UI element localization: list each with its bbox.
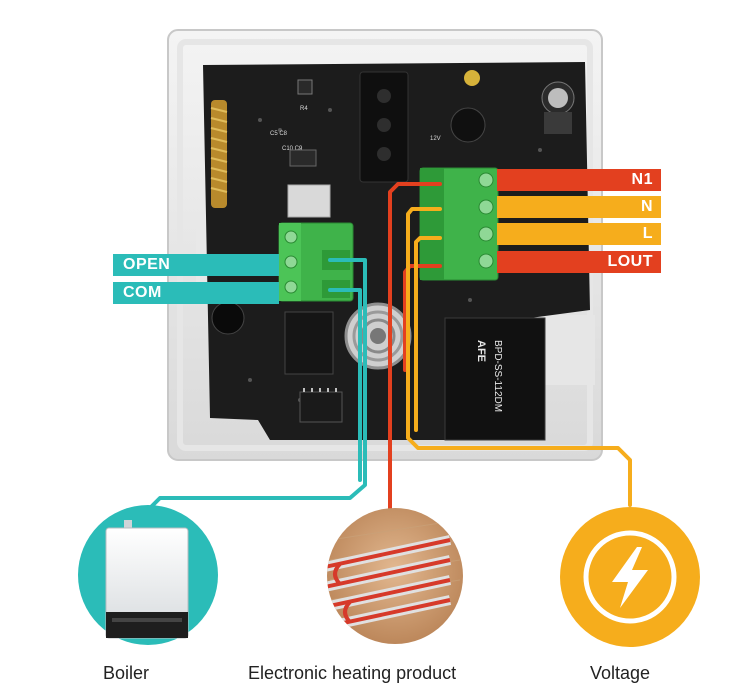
capacitor xyxy=(541,81,575,134)
inductor xyxy=(450,107,486,143)
caption-heating: Electronic heating product xyxy=(248,663,457,683)
relay-brand: AFE xyxy=(475,340,487,362)
main-relay: AFE BPD-SS-112DM xyxy=(444,317,546,441)
small-relay xyxy=(284,311,334,375)
svg-text:C10 C9: C10 C9 xyxy=(282,146,303,152)
chip xyxy=(297,79,313,95)
label-l: L xyxy=(497,223,661,245)
label-lout: LOUT xyxy=(497,251,661,273)
antenna-coil xyxy=(210,100,228,208)
svg-text:R4: R4 xyxy=(300,106,308,112)
voltage-icon xyxy=(560,507,700,647)
label-com: COM xyxy=(113,282,279,304)
socket-block xyxy=(359,71,409,183)
boiler-icon xyxy=(78,505,218,645)
label-n1: N1 xyxy=(497,169,661,191)
svg-text:12V: 12V xyxy=(430,136,441,142)
floor-heating-icon xyxy=(327,508,463,644)
ic-chip xyxy=(299,388,343,423)
center-spring xyxy=(344,302,412,370)
chip xyxy=(289,149,317,167)
capacitor xyxy=(464,70,480,86)
caption-voltage: Voltage xyxy=(590,663,651,683)
metal-shield xyxy=(287,184,331,218)
caption-boiler: Boiler xyxy=(103,663,150,683)
svg-text:C5 C8: C5 C8 xyxy=(270,131,288,137)
label-n: N xyxy=(497,196,661,218)
wire-voltage xyxy=(406,207,632,507)
label-open: OPEN xyxy=(113,254,279,276)
relay-model: BPD-SS-112DM xyxy=(492,340,503,412)
lightning-bolt-icon xyxy=(612,547,648,608)
circuit-board: C5 C8 C10 C9 12V R4 xyxy=(203,62,590,441)
terminal-block-right xyxy=(419,167,499,281)
buzzer xyxy=(211,301,245,335)
